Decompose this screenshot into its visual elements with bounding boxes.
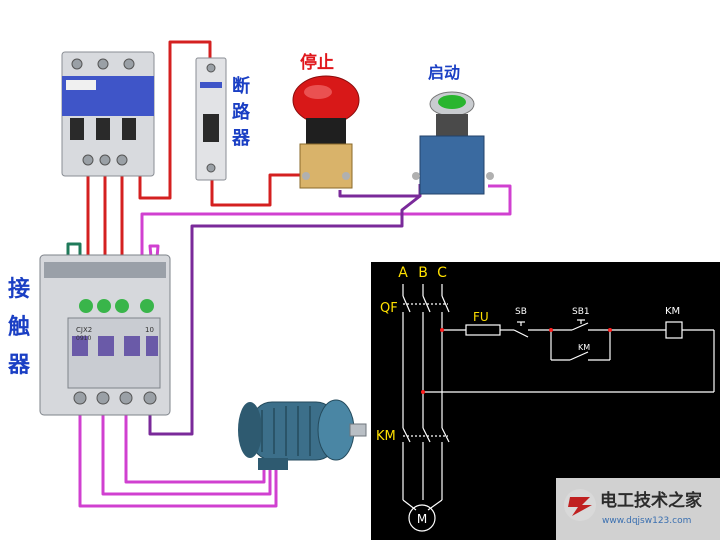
watermark: 电工技术之家 www.dqjsw123.com (556, 478, 720, 540)
phase-label-b: B (418, 265, 428, 281)
contactor-model: CJX2 (76, 326, 92, 334)
phase-label-a: A (398, 265, 408, 281)
breaker-label-char-1: 断 (232, 75, 250, 97)
schematic-km-aux-label: KM (578, 343, 590, 352)
schematic-km-main-label: KM (376, 429, 396, 444)
start-button-label: 启动 (428, 63, 460, 82)
wire-motor-w (124, 410, 266, 484)
wire-motor-v (101, 410, 272, 496)
contactor-number: 10 (145, 326, 154, 334)
motor (238, 399, 367, 470)
schematic-motor-label: M (417, 512, 427, 526)
schematic-fu-label: FU (473, 310, 489, 324)
stop-button-label: 停止 (300, 52, 334, 73)
contactor-sub: 0910 (76, 335, 91, 342)
watermark-url: www.dqjsw123.com (602, 516, 691, 526)
wire-control-feed (138, 40, 212, 200)
contactor-label-char-3: 器 (7, 353, 31, 378)
breaker-label-char-3: 器 (231, 128, 251, 149)
power-wires (66, 40, 512, 508)
wire-start-to-coil (148, 194, 421, 436)
schematic-junctions (421, 328, 612, 394)
wire-breaker-to-stop (210, 165, 302, 207)
schematic-phase-labels: A B C (398, 265, 447, 281)
wire-motor-u (78, 410, 278, 508)
contactor-label: 接 触 器 (7, 277, 31, 378)
stop-button: 停止 (292, 52, 360, 189)
phase-label-c: C (437, 265, 447, 281)
contactor-label-char-2: 触 (8, 314, 30, 340)
breaker-label: 断 路 器 (231, 75, 251, 149)
three-pole-mcb (61, 51, 155, 177)
schematic-lines (402, 284, 715, 532)
breaker-label-char-2: 路 (232, 101, 251, 123)
contactor-label-char-1: 接 (8, 277, 30, 302)
wire-start-to-aux (140, 184, 512, 268)
watermark-logo-icon (564, 489, 596, 521)
contactor: CJX2 0910 10 (39, 254, 171, 416)
schematic-sb-label: SB (515, 307, 527, 317)
schematic-km-coil-label: KM (665, 306, 680, 317)
schematic-sb1-label: SB1 (572, 307, 590, 317)
start-button: 启动 (412, 63, 494, 195)
single-pole-breaker (195, 57, 227, 181)
schematic-qf-label: QF (380, 301, 398, 316)
watermark-name: 电工技术之家 (600, 490, 702, 511)
